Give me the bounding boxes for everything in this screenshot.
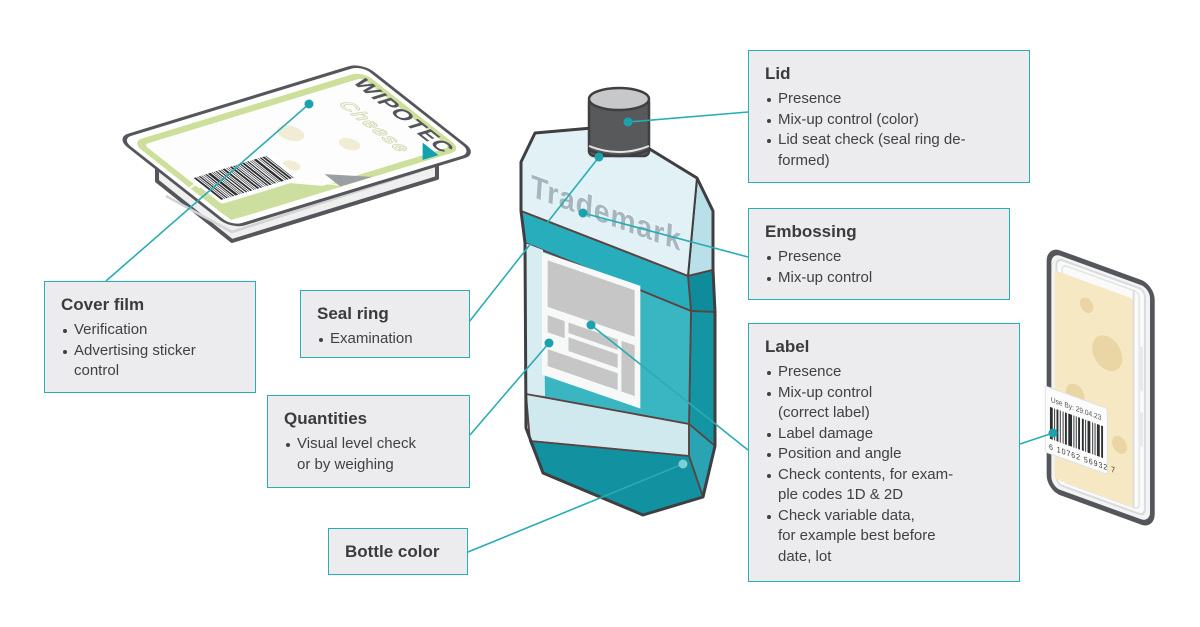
bullet-item: Examination xyxy=(317,329,455,350)
callout-title: Label xyxy=(765,337,810,356)
bottle-outline xyxy=(519,126,717,517)
dot-quantities xyxy=(544,338,554,348)
tray-base-highlight xyxy=(165,169,421,234)
cheese-tray: WIPOTEC Cheese xyxy=(122,65,471,243)
callout-title: Quantities xyxy=(284,409,368,428)
bottle-band-right xyxy=(687,269,716,313)
dot-lid xyxy=(623,117,633,127)
dot-bottle-color xyxy=(678,459,688,469)
bottle-label xyxy=(542,252,641,409)
callout-quantities: Quantities Visual level check or by weig… xyxy=(267,395,470,488)
bullet-item: Presence xyxy=(765,247,995,268)
cheese-hole xyxy=(1092,335,1123,372)
label-block xyxy=(568,337,618,368)
callout-seal-ring: Seal ring Examination xyxy=(300,290,470,358)
pack-barcode-label: Use By: 29.04.23 6 10762 56932 7 xyxy=(1044,385,1116,475)
bullet-item: Label damage xyxy=(765,424,1005,445)
label-block xyxy=(547,315,565,339)
bottle: Trademark Trademark xyxy=(519,86,717,517)
bullet-item: Presence xyxy=(765,362,1005,383)
bottle-cap xyxy=(587,86,651,158)
dot-pack-barcode xyxy=(1048,428,1058,438)
connector-line-bottle-color xyxy=(467,463,684,553)
label-block xyxy=(547,349,618,391)
film-blob xyxy=(338,137,361,151)
dot-embossing xyxy=(578,208,588,218)
bullet-item: Mix-up control (color) xyxy=(765,110,1015,131)
connector-line-cover-film xyxy=(105,103,310,282)
film-blob xyxy=(277,125,305,142)
bottle-body-right xyxy=(688,310,716,447)
connector-line-quantities xyxy=(469,342,550,436)
bullet-item: Check contents, for exam- ple codes 1D &… xyxy=(765,465,1005,506)
bullet-item: Check variable data, for example best be… xyxy=(765,506,1005,568)
bullet-item: Presence xyxy=(765,89,1015,110)
film-fold-triangle xyxy=(324,174,373,187)
callout-bullets: Examination xyxy=(317,329,455,350)
label-block xyxy=(547,260,635,337)
connector-line-seal-ring xyxy=(468,156,600,323)
dot-label xyxy=(586,320,596,330)
label-block xyxy=(621,340,635,397)
bullet-item: Mix-up control xyxy=(765,268,995,289)
callout-title: Bottle color xyxy=(345,542,440,561)
pack-flap-highlight xyxy=(1138,411,1143,448)
cheese-hole xyxy=(1111,435,1127,454)
connectors xyxy=(105,103,1054,553)
callout-title: Embossing xyxy=(765,222,857,241)
dot-cover-film xyxy=(304,99,314,109)
callout-title: Cover film xyxy=(61,295,145,314)
callout-bullets: Visual level check or by weighing xyxy=(284,434,455,475)
bullet-item: Position and angle xyxy=(765,444,1005,465)
bullet-item: Visual level check or by weighing xyxy=(284,434,455,475)
pack-flap-highlight xyxy=(1138,345,1143,392)
bullet-item: Advertising sticker control xyxy=(61,341,241,382)
bullet-item: Verification xyxy=(61,320,241,341)
cheese-pack: Use By: 29.04.23 6 10762 56932 7 xyxy=(1044,249,1155,526)
callout-title: Seal ring xyxy=(317,304,389,323)
callout-title: Lid xyxy=(765,64,791,83)
connector-line-embossing xyxy=(582,212,749,258)
label-block xyxy=(568,322,618,350)
cheese-hole xyxy=(1080,297,1094,314)
connector-dots xyxy=(304,99,1058,469)
connector-line-lid xyxy=(627,111,749,123)
bullet-item: Mix-up control (correct label) xyxy=(765,383,1005,424)
brand-triangle-logo-icon xyxy=(422,142,439,160)
dot-seal-ring xyxy=(594,152,604,162)
callout-bottle-color: Bottle color xyxy=(328,528,468,575)
connector-line-label xyxy=(590,324,749,451)
connector-line-pack-barcode xyxy=(1019,432,1054,445)
cap-seal-ring xyxy=(588,145,650,153)
bottle-body-left-strip xyxy=(525,243,545,396)
bullet-item: Lid seat check (seal ring de- formed) xyxy=(765,130,1015,171)
